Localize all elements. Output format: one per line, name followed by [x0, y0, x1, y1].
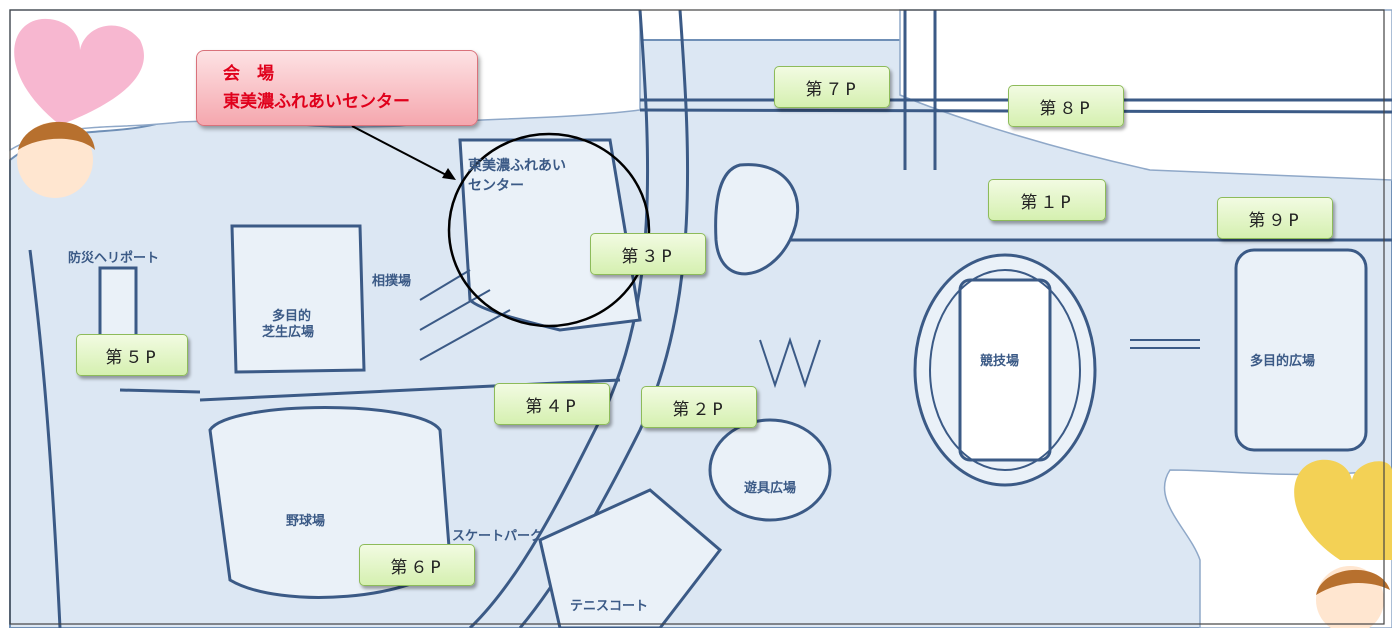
- venue-circle: [447, 132, 651, 328]
- label-stadium: 競技場: [980, 353, 1019, 369]
- parking-2: 第２P: [641, 386, 757, 428]
- parking-7: 第７P: [774, 66, 890, 108]
- label-field-2: 芝生広場: [262, 324, 314, 340]
- label-tennis: テニスコート: [570, 599, 648, 614]
- venue-title: 会 場: [223, 64, 274, 84]
- parking-8: 第８P: [1008, 85, 1124, 127]
- parking-1: 第１P: [988, 179, 1106, 221]
- label-heliport: 防災ヘリポート: [68, 250, 159, 266]
- label-playground: 遊具広場: [744, 480, 796, 496]
- map-frame: [9, 9, 1385, 625]
- label-center-2: センター: [468, 178, 524, 194]
- label-field-1: 多目的: [272, 308, 311, 324]
- parking-5: 第５P: [76, 334, 188, 376]
- heart-decoration-right: [1294, 459, 1392, 628]
- label-multipurpose: 多目的広場: [1250, 353, 1315, 369]
- map-text-labels: 東美濃ふれあい センター 防災ヘリポート 多目的 芝生広場 相撲場 競技場 多目…: [68, 157, 1315, 614]
- venue-arrow: [351, 125, 456, 180]
- parking-4: 第４P: [494, 383, 610, 425]
- parking-6: 第６P: [359, 544, 475, 586]
- parking-9: 第９P: [1217, 197, 1333, 239]
- label-center: 東美濃ふれあい: [468, 157, 566, 174]
- label-sumo: 相撲場: [372, 273, 411, 289]
- venue-callout: 会 場 東美濃ふれあいセンター: [196, 50, 478, 126]
- label-baseball: 野球場: [286, 513, 325, 529]
- parking-3: 第３P: [590, 233, 706, 275]
- facilities: [98, 138, 1368, 628]
- label-skatepark: スケートパーク: [452, 529, 543, 544]
- heart-decoration-left: [14, 18, 144, 198]
- venue-name: 東美濃ふれあいセンター: [223, 92, 410, 112]
